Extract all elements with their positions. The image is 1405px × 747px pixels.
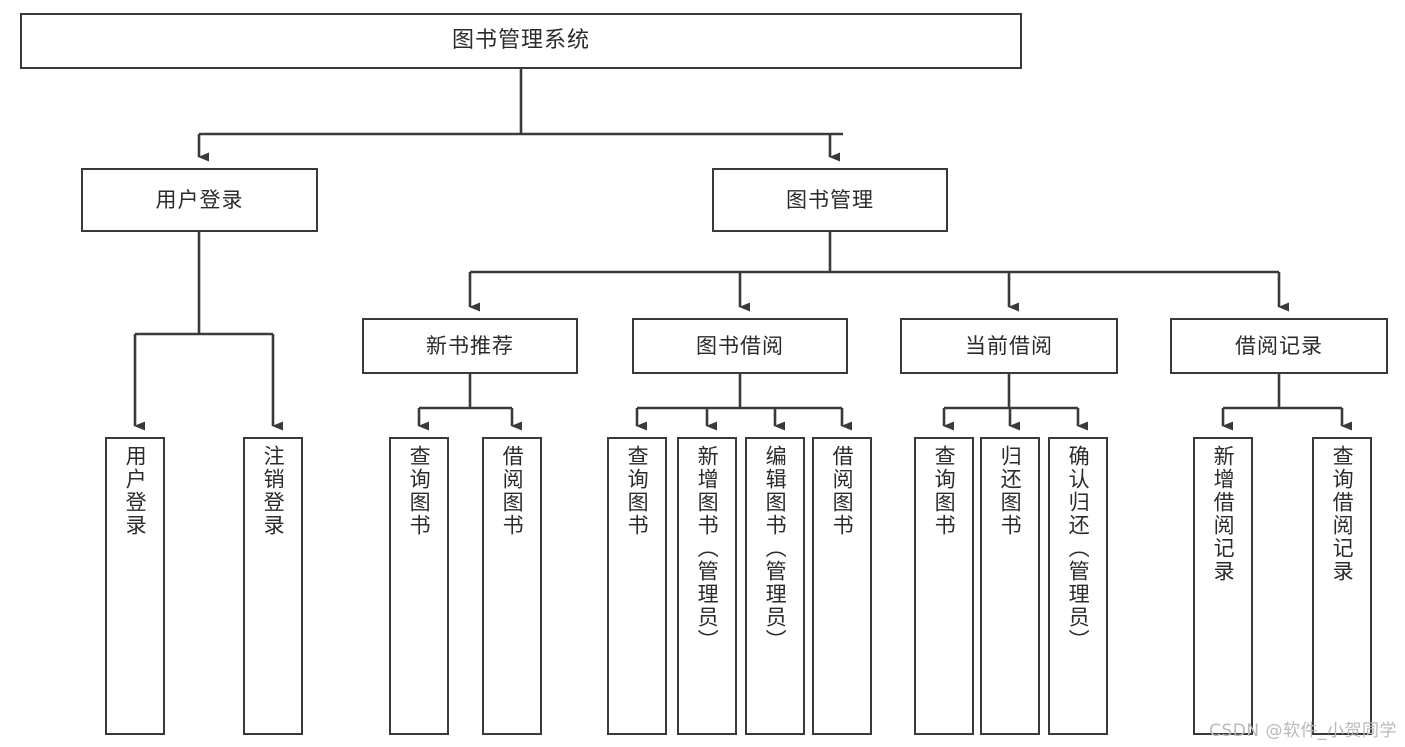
node-leaf-query-record-label: 查询借阅记录 — [1330, 445, 1355, 583]
node-leaf-query-book-2-label: 查询图书 — [625, 445, 650, 537]
node-book-manage[interactable]: 图书管理 — [712, 168, 948, 232]
node-leaf-borrow-book-2[interactable]: 借阅图书 — [812, 437, 872, 735]
node-leaf-query-book-1[interactable]: 查询图书 — [389, 437, 449, 735]
node-leaf-query-book-3[interactable]: 查询图书 — [914, 437, 974, 735]
node-leaf-borrow-book-1[interactable]: 借阅图书 — [482, 437, 542, 735]
csdn-watermark: CSDN @软件_小贺同学 — [1209, 721, 1397, 741]
node-leaf-query-book-1-label: 查询图书 — [407, 445, 432, 537]
node-borrow-record[interactable]: 借阅记录 — [1170, 318, 1388, 374]
node-book-borrow-label: 图书借阅 — [696, 333, 784, 358]
node-leaf-query-book-3-label: 查询图书 — [932, 445, 957, 537]
node-current-borrow[interactable]: 当前借阅 — [900, 318, 1118, 374]
node-leaf-user-login-label: 用户登录 — [123, 445, 148, 537]
node-new-book-rec[interactable]: 新书推荐 — [362, 318, 578, 374]
node-borrow-record-label: 借阅记录 — [1235, 333, 1323, 358]
node-leaf-add-record-label: 新增借阅记录 — [1211, 445, 1236, 583]
node-leaf-return-book-label: 归还图书 — [998, 445, 1023, 537]
node-leaf-query-book-2[interactable]: 查询图书 — [607, 437, 667, 735]
node-user-login[interactable]: 用户登录 — [81, 168, 318, 232]
node-leaf-edit-book-label: 编辑图书（管理员） — [763, 445, 788, 652]
node-leaf-add-book-label: 新增图书（管理员） — [695, 445, 720, 652]
node-leaf-add-record[interactable]: 新增借阅记录 — [1193, 437, 1253, 735]
node-leaf-borrow-book-1-label: 借阅图书 — [500, 445, 525, 537]
node-book-borrow[interactable]: 图书借阅 — [632, 318, 848, 374]
node-leaf-borrow-book-2-label: 借阅图书 — [830, 445, 855, 537]
node-root[interactable]: 图书管理系统 — [20, 13, 1022, 69]
node-leaf-user-login[interactable]: 用户登录 — [105, 437, 165, 735]
node-leaf-edit-book[interactable]: 编辑图书（管理员） — [745, 437, 805, 735]
node-leaf-query-record[interactable]: 查询借阅记录 — [1312, 437, 1372, 735]
node-leaf-logout-login[interactable]: 注销登录 — [243, 437, 303, 735]
node-leaf-confirm-return[interactable]: 确认归还（管理员） — [1048, 437, 1108, 735]
node-current-borrow-label: 当前借阅 — [965, 333, 1053, 358]
node-leaf-add-book[interactable]: 新增图书（管理员） — [677, 437, 737, 735]
node-leaf-confirm-return-label: 确认归还（管理员） — [1066, 445, 1091, 652]
node-leaf-logout-login-label: 注销登录 — [261, 445, 286, 537]
node-new-book-rec-label: 新书推荐 — [426, 333, 514, 358]
node-root-label: 图书管理系统 — [451, 27, 590, 53]
node-user-login-label: 用户登录 — [155, 187, 244, 212]
node-leaf-return-book[interactable]: 归还图书 — [980, 437, 1040, 735]
node-book-manage-label: 图书管理 — [786, 187, 874, 212]
